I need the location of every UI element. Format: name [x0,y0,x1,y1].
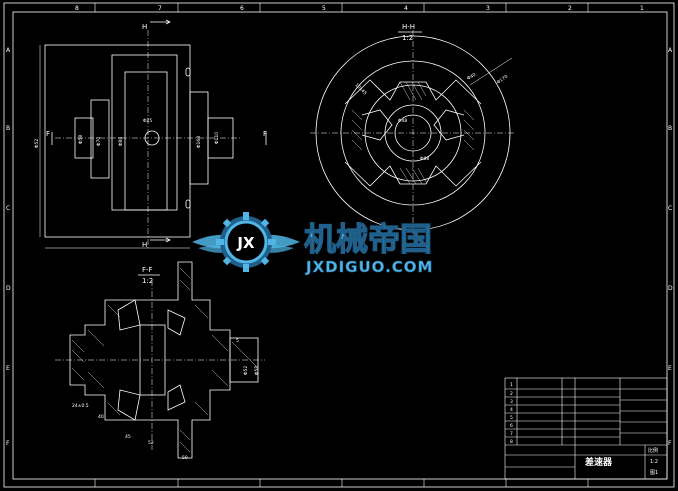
dimension-label: 52 [148,440,154,446]
zone-number: 4 [404,5,408,12]
dimension-label: Φ88 [420,156,429,162]
sheet-label: 图1 [650,470,658,476]
zone-number: 7 [158,5,162,12]
dimension-label: Φ52 [34,139,40,148]
dimension-label: Φ58 [78,135,84,144]
zone-number: 5 [322,5,326,12]
zone-letter: E [668,365,672,372]
row-index: 1 [510,382,513,388]
row-index: 6 [510,423,513,429]
scale-label: 比例 [648,447,658,454]
section-ff-dimensions: 5 24±0.5 40 45 52 50 Φ52 Φ58 [72,338,260,461]
drawing-frame [3,2,675,488]
dimension-label: Φ170 [496,74,509,86]
dimension-label: Φ110 [214,132,220,144]
row-index: 7 [510,431,513,437]
zone-letter: D [6,285,11,292]
front-view-labels: H H F F [46,23,267,249]
title-block-text: 1 2 3 4 5 6 7 8 [510,382,513,445]
zone-letter: C [6,205,10,212]
zone-letter: E [6,365,10,372]
front-view-dimensions: Φ52 Φ58 Φ70 Φ88 Φ168 Φ110 Φ25 [34,118,220,148]
section-mark-h-top: H [142,23,147,31]
dimension-label: 45 [125,434,131,440]
zone-letter: B [668,125,672,132]
watermark-url: JXDIGUO.COM [305,258,433,276]
row-index: 4 [510,407,513,413]
dimension-label: 5 [236,338,239,344]
zone-number: 2 [568,5,572,12]
zone-letter: A [668,47,673,54]
watermark-title: 机械帝国 [304,220,432,258]
zone-number: 3 [486,5,490,12]
dimension-label: Φ25 [143,118,152,124]
scale-value: 1:2 [650,459,658,465]
title-block[interactable] [504,377,668,480]
section-ff-hatch [71,267,257,453]
zone-letter: F [668,440,672,447]
section-scale: 1:2 [142,277,153,285]
section-mark-f-left: F [46,130,50,138]
drawing-name: 差速器 [585,456,613,468]
zone-letter: C [668,205,672,212]
watermark: JX 机械帝国 JXDIGUO.COM [192,212,433,276]
dimension-label: Φ48 [398,118,407,124]
dimension-label: Φ168 [196,136,202,148]
front-view-arrows [51,19,267,243]
row-index: 5 [510,415,513,421]
zone-letter: A [6,47,11,54]
row-index: 3 [510,399,513,405]
section-mark-h-bottom: H [142,241,147,249]
dimension-label: 50 [182,455,188,461]
section-ff-view[interactable] [55,261,265,459]
watermark-gear-icon: JX [216,212,276,272]
row-index: 8 [510,439,513,445]
zone-number: 1 [640,5,644,12]
section-title: H-H [402,23,415,31]
zone-letter: F [6,440,10,447]
dimension-label: 40 [98,414,104,420]
section-mark-f-right: F [263,130,267,138]
dimension-label: 24±0.5 [72,403,89,409]
border-side-letters: A B C D E F A B C D E F [6,47,673,447]
dimension-label: Φ52 [243,366,249,375]
section-scale: 1:2 [402,34,413,42]
front-view[interactable] [39,30,240,250]
watermark-logo-letters: JX [236,234,255,252]
section-hh-title: H-H 1:2 [402,23,415,42]
section-hh-view[interactable] [310,30,516,236]
dimension-label: Φ40 [466,72,477,82]
border-top-numbers: 8 7 6 5 4 3 2 1 [75,5,644,12]
section-hh-hatch [351,81,475,185]
zone-number: 8 [75,5,79,12]
zone-letter: D [668,285,673,292]
dimension-label: Φ70 [96,137,102,146]
row-index: 2 [510,391,513,397]
dimension-label: Φ58 [254,366,260,375]
section-ff-title: F-F 1:2 [142,266,153,285]
border-tick-marks [94,3,589,487]
section-title: F-F [142,266,153,274]
title-block-main: 差速器 比例 1:2 图1 [585,447,658,476]
dimension-label: Φ88 [118,137,124,146]
zone-letter: B [6,125,10,132]
zone-number: 6 [240,5,244,12]
